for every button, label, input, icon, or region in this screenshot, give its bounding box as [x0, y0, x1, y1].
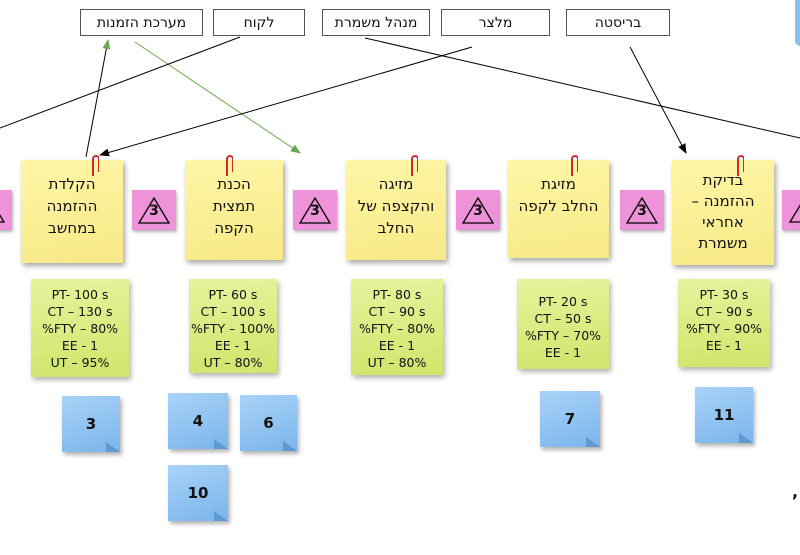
process-step-order-entry: הקלדת ההזמנה במחשב [21, 155, 123, 263]
issue-note: 7 [540, 391, 600, 447]
metric-line: UT – 80% [203, 355, 263, 370]
metric-line: CT – 90 s [368, 304, 426, 319]
metric-line: UT – 80% [367, 355, 427, 370]
process-step-milk-pour: מזיגה והקצפה של החלב [346, 155, 446, 260]
inventory-triangle-3: 3 [456, 190, 500, 230]
issue-number: 4 [192, 412, 204, 430]
inventory-count: 3 [149, 203, 159, 219]
role-barista: בריסטה [566, 9, 670, 36]
inventory-count: 3 [637, 203, 647, 219]
flow-line-customer-left [0, 36, 241, 129]
step-line: הכנת [217, 175, 251, 193]
inventory-triangle-2: 3 [293, 190, 337, 230]
metrics-order-entry: PT- 100 s CT – 130 s %FTY – 80% EE - 1 U… [31, 279, 129, 377]
metrics-milk-into-coffee: PT- 20 s CT – 50 s %FTY – 70% EE - 1 [517, 279, 609, 369]
step-line: החלב [377, 219, 415, 237]
metric-line: CT – 130 s [47, 304, 113, 319]
issue-note: 10 [168, 465, 228, 521]
metrics-order-check: PT- 30 s CT – 90 s %FTY – 90% EE - 1 [678, 279, 770, 367]
metric-line: %FTY – 80% [41, 321, 119, 336]
paperclip-icon [411, 155, 418, 176]
metrics-milk-pour: PT- 80 s CT – 90 s %FTY – 80% EE - 1 UT … [351, 279, 443, 375]
metric-line: %FTY – 90% [685, 321, 763, 336]
inventory-partial-right [782, 190, 800, 230]
metric-line: EE - 1 [705, 338, 743, 353]
paperclip-icon [737, 155, 744, 176]
issue-note: 3 [62, 396, 120, 452]
step-line: מזיגה [378, 175, 414, 193]
paperclip-icon [226, 155, 233, 176]
inventory-triangle-1: 3 [132, 190, 176, 230]
issue-number: 6 [263, 414, 274, 432]
step-line: מזיגת [541, 175, 576, 193]
step-line: החלב לקפה [518, 197, 599, 215]
stray-mark: , [792, 482, 799, 501]
metric-line: PT- 60 s [208, 287, 258, 302]
flow-line-order-to-system [85, 39, 111, 158]
inventory-count: 3 [473, 203, 483, 219]
role-shift-manager: מנהל משמרת [322, 9, 430, 36]
metrics-coffee-prep: PT- 60 s CT – 100 s %FTY – 100% EE - 1 U… [189, 279, 277, 373]
process-step-coffee-prep: הכנת תמצית הקפה [185, 155, 283, 260]
issue-note: 4 [168, 393, 228, 449]
metric-line: PT- 30 s [699, 287, 749, 302]
metric-line: UT – 95% [50, 355, 110, 370]
issue-number: 7 [564, 410, 576, 428]
metric-line: CT – 90 s [695, 304, 753, 319]
step-line: במחשב [48, 219, 96, 237]
paperclip-icon [571, 155, 578, 176]
role-customer: לקוח [213, 9, 305, 36]
flow-line-manager-right [364, 37, 800, 139]
role-waiter: מלצר [441, 9, 550, 36]
metric-line: PT- 20 s [538, 294, 588, 309]
metric-line: EE - 1 [378, 338, 416, 353]
partial-note-top-right [795, 0, 800, 46]
step-line: ההזמנה – [691, 192, 755, 210]
process-step-order-check: בדיקת ההזמנה – אחראי משמרת [672, 155, 774, 265]
step-line: אחראי [702, 213, 744, 231]
step-line: הקלדת [48, 175, 96, 193]
issue-note: 6 [240, 395, 297, 451]
issue-number: 3 [85, 415, 97, 433]
inventory-partial-left [0, 190, 12, 230]
flow-line-customer-to-milk [134, 41, 301, 154]
inventory-triangle-4: 3 [620, 190, 664, 230]
metric-line: CT – 50 s [534, 311, 592, 326]
process-step-milk-into-coffee: מזיגת החלב לקפה [508, 155, 609, 258]
metric-line: PT- 80 s [372, 287, 422, 302]
issue-note: 11 [695, 387, 753, 443]
step-line: משמרת [698, 234, 748, 252]
step-line: תמצית [212, 197, 256, 215]
role-ordering-system: מערכת הזמנות [80, 9, 203, 36]
flow-line-waiter-to-order [99, 46, 473, 157]
step-line: והקצפה של [357, 197, 435, 215]
step-line: בדיקת [702, 171, 744, 189]
paperclip-icon [92, 155, 99, 176]
step-line: ההזמנה [46, 197, 98, 215]
metric-line: %FTY – 100% [190, 321, 276, 336]
step-line: הקפה [214, 219, 254, 237]
issue-number: 10 [187, 484, 209, 502]
metric-line: EE - 1 [214, 338, 252, 353]
issue-number: 11 [713, 406, 735, 424]
metric-line: EE - 1 [61, 338, 99, 353]
metric-line: PT- 100 s [51, 287, 109, 302]
metric-line: CT – 100 s [200, 304, 266, 319]
flow-line-barista-to-check [629, 46, 687, 154]
metric-line: %FTY – 70% [524, 328, 602, 343]
metric-line: %FTY – 80% [358, 321, 436, 336]
inventory-count: 3 [310, 203, 320, 219]
metric-line: EE - 1 [544, 345, 582, 360]
